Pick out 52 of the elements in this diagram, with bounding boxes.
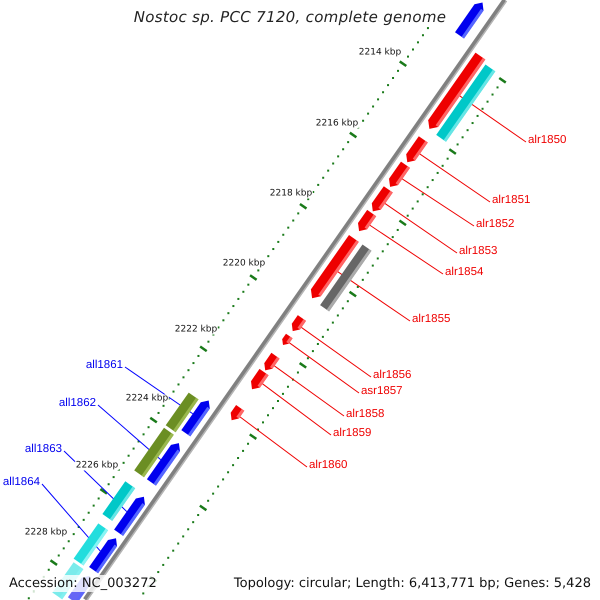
leader-line xyxy=(300,326,372,378)
leader-line xyxy=(337,271,410,322)
category-block xyxy=(320,244,372,312)
leader-line xyxy=(369,224,444,274)
gene-block xyxy=(406,136,428,162)
title: Nostoc sp. PCC 7120, complete genome xyxy=(134,10,446,25)
gene-label: all1863 xyxy=(24,444,62,456)
gene-block xyxy=(358,210,376,232)
category-block xyxy=(134,428,174,478)
leader-line xyxy=(262,383,332,436)
gene-label: alr1855 xyxy=(412,314,450,326)
gene-label: alr1850 xyxy=(528,135,566,146)
gene-label: alr1856 xyxy=(373,370,412,382)
leader-line xyxy=(419,153,490,202)
gene-block xyxy=(455,2,484,38)
gene-label: all1861 xyxy=(86,360,123,372)
gene-label: all1862 xyxy=(58,398,96,410)
gene-block xyxy=(292,315,306,332)
scale-label: 2228 kbp xyxy=(24,528,68,538)
scale-label: 2224 kbp xyxy=(124,394,170,404)
leader-line xyxy=(288,342,360,394)
leader-line xyxy=(42,484,101,552)
category-block xyxy=(102,481,136,521)
gene-block xyxy=(389,162,410,187)
category-block xyxy=(436,64,496,142)
gene-label: alr1852 xyxy=(476,219,514,230)
gene-block xyxy=(251,368,269,390)
scale-label: 2222 kbp xyxy=(174,326,218,334)
gene-block xyxy=(372,186,393,212)
gene-label: alr1859 xyxy=(333,428,372,440)
scale-label: 2214 kbp xyxy=(358,48,402,58)
scale-label: 2226 kbp xyxy=(74,462,120,470)
gene-label: alr1853 xyxy=(459,246,498,258)
scale-label: 2220 kbp xyxy=(222,260,266,268)
scale-label: 2218 kbp xyxy=(268,190,314,198)
gene-label: all1864 xyxy=(2,477,40,488)
gene-block xyxy=(264,352,280,370)
gene-block xyxy=(282,334,293,345)
category-block xyxy=(74,523,108,566)
gene-label: alr1854 xyxy=(445,267,484,278)
gene-label: alr1860 xyxy=(309,460,348,472)
gene-label: alr1858 xyxy=(346,409,384,420)
gene-label: asr1857 xyxy=(361,386,403,398)
map-info: Accession: NC_003272 xyxy=(6,575,160,592)
leader-line xyxy=(240,416,308,468)
leader-line xyxy=(402,178,474,226)
leader-line xyxy=(274,365,344,416)
gene-block xyxy=(230,405,244,420)
leader-line xyxy=(459,95,526,142)
leader-line xyxy=(384,203,458,254)
scale-label: 2216 kbp xyxy=(314,120,360,128)
gene-label: alr1851 xyxy=(492,195,530,206)
